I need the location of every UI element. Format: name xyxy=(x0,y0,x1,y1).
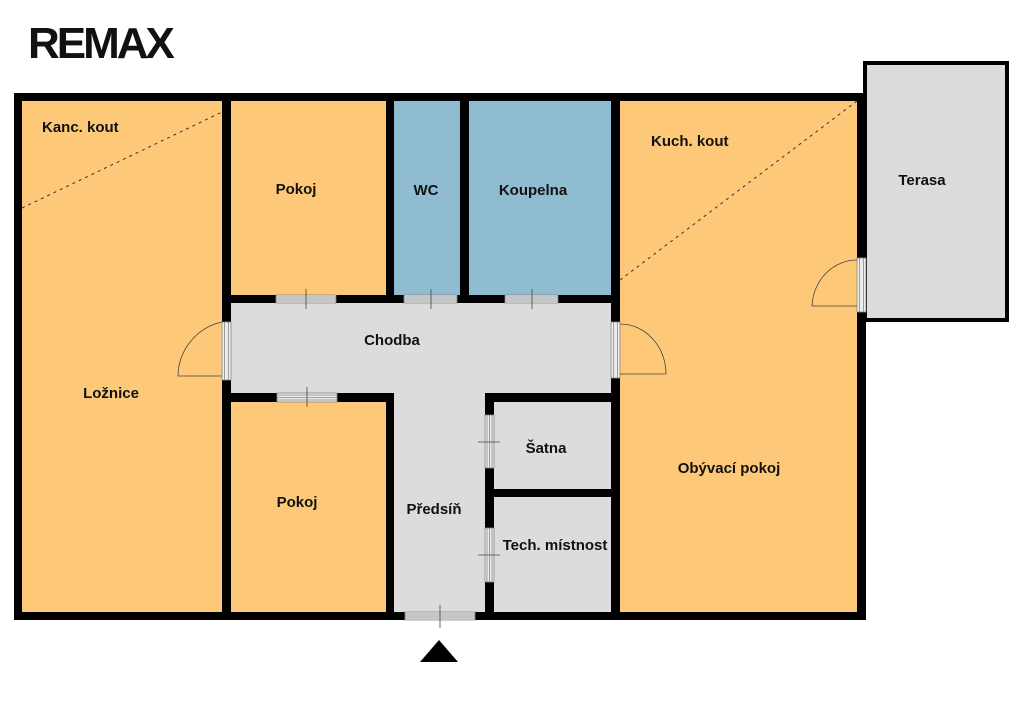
room-predsin xyxy=(394,393,485,612)
door-wc[interactable] xyxy=(403,289,458,309)
label-chodba: Chodba xyxy=(364,332,420,349)
zone-divider xyxy=(21,111,223,209)
label-loznice: Ložnice xyxy=(83,385,139,402)
room-satna xyxy=(494,402,611,489)
door-koupelna[interactable] xyxy=(504,289,559,309)
label-wc: WC xyxy=(414,182,439,199)
label-satna: Šatna xyxy=(526,439,568,457)
room-loznice xyxy=(22,101,222,612)
label-kanc-kout: Kanc. kout xyxy=(42,119,119,136)
room-pokoj-top xyxy=(231,101,386,295)
door-pokoj-bottom[interactable] xyxy=(276,387,338,407)
label-koupelna: Koupelna xyxy=(499,182,568,199)
room-chodba xyxy=(231,303,611,393)
label-tech: Tech. místnost xyxy=(503,537,608,554)
door-obyvaci[interactable] xyxy=(610,321,667,379)
entrance-arrow-icon xyxy=(420,640,458,662)
zone-divider xyxy=(619,100,858,281)
door-loznice[interactable] xyxy=(177,321,232,381)
label-obyvaci: Obývací pokoj xyxy=(678,460,781,477)
room-tech xyxy=(494,497,611,612)
room-wc xyxy=(394,101,460,295)
label-pokoj-top: Pokoj xyxy=(276,181,317,198)
room-koupelna xyxy=(469,101,611,295)
room-pokoj-bottom xyxy=(231,402,386,612)
room-terasa xyxy=(863,61,1009,322)
label-predsin: Předsíň xyxy=(406,501,461,518)
room-obyvaci xyxy=(620,101,857,612)
door-tech[interactable] xyxy=(478,527,500,583)
doors xyxy=(177,257,867,628)
remax-logo: REMAX xyxy=(28,19,175,68)
door-terasa[interactable] xyxy=(811,257,867,313)
door-satna[interactable] xyxy=(478,414,500,469)
door-entrance[interactable] xyxy=(404,605,476,628)
label-kuch-kout: Kuch. kout xyxy=(651,133,729,150)
label-terasa: Terasa xyxy=(898,172,946,189)
door-pokoj-top[interactable] xyxy=(275,289,337,309)
label-pokoj-bottom: Pokoj xyxy=(277,494,318,511)
